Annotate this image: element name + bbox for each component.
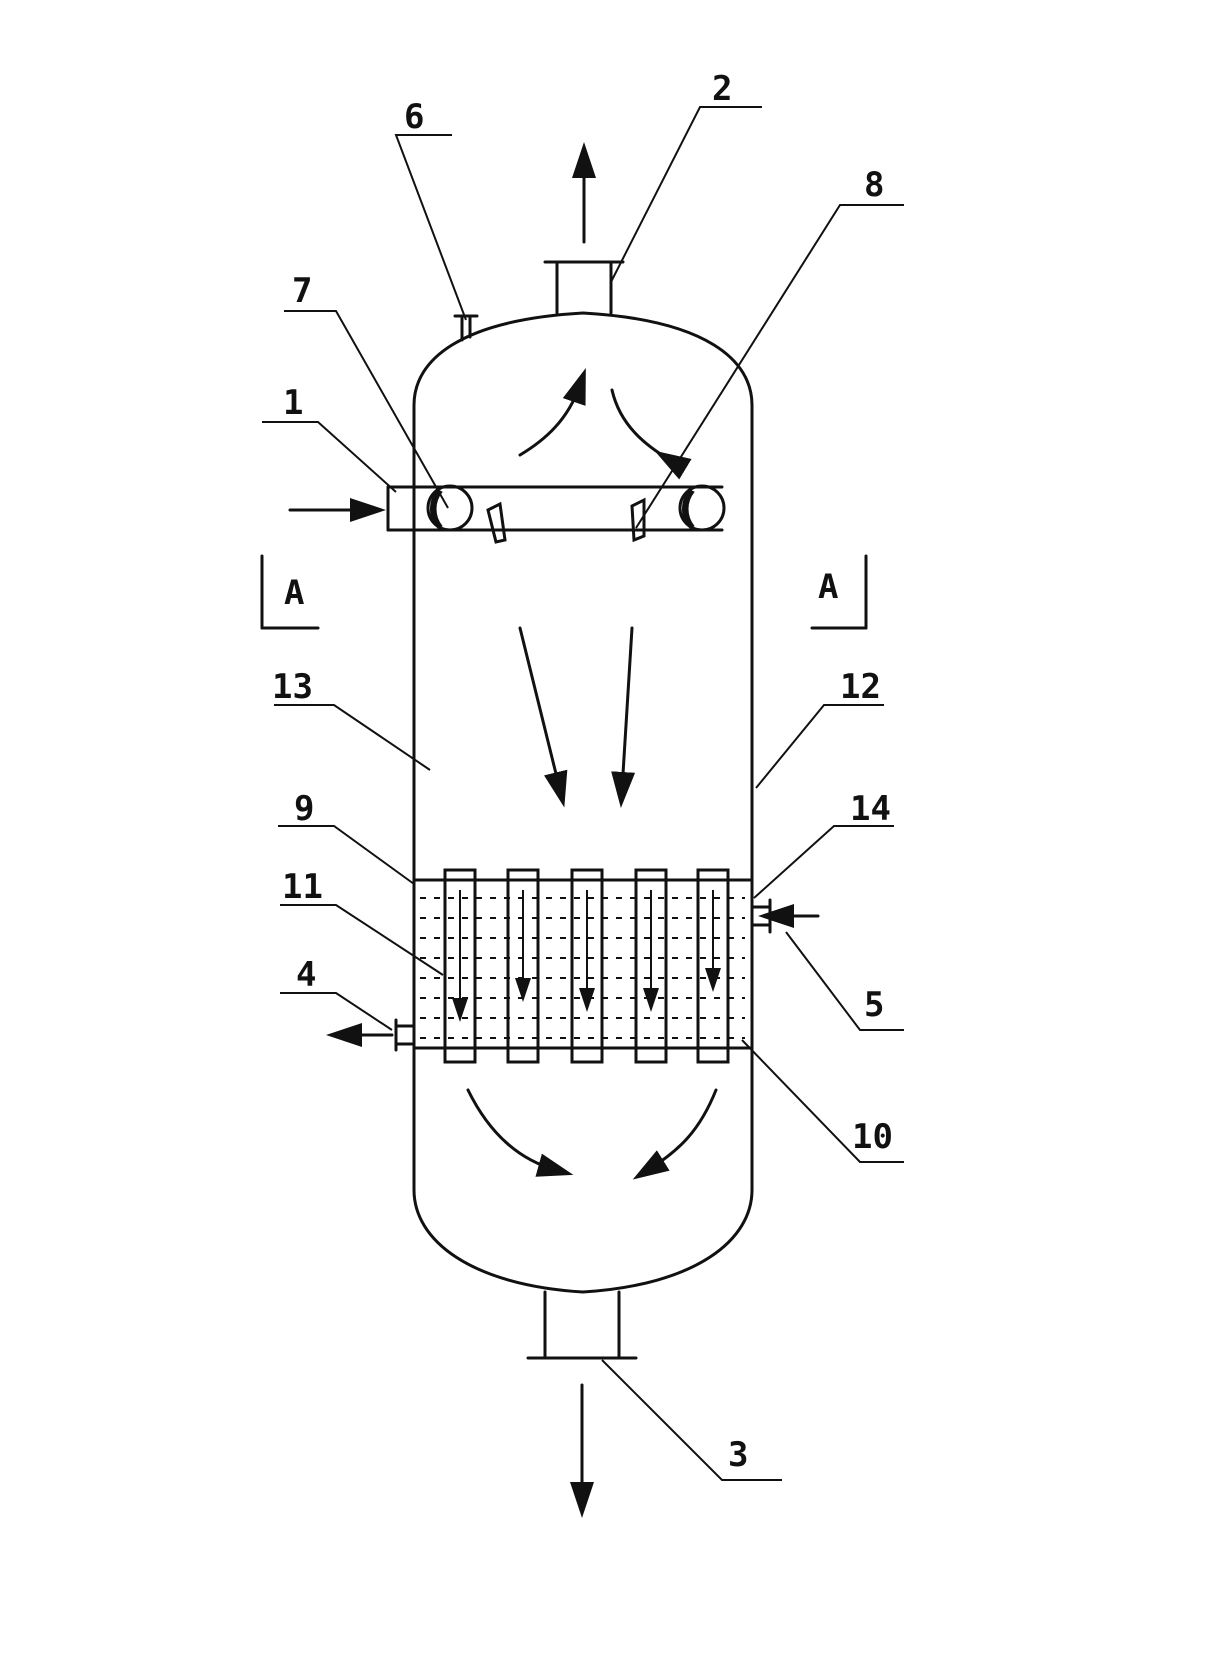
label-11: 11	[282, 867, 323, 907]
bottom-flow-arrows	[466, 1088, 718, 1180]
label-1: 1	[283, 383, 303, 423]
label-6: 6	[404, 97, 424, 137]
vent-nozzle	[453, 314, 479, 342]
label-14: 14	[850, 789, 891, 829]
section-mark-right: A	[810, 554, 868, 630]
top-outlet-nozzle	[543, 142, 625, 315]
tube-columns	[443, 868, 730, 1064]
reference-numerals: 2 6 8 7 1 13 12 9 14 11 4 5 10 3	[272, 69, 893, 1475]
label-13: 13	[272, 667, 313, 707]
coolant-outlet-nozzle-4	[326, 1018, 416, 1052]
dome-flow-arrows	[518, 367, 692, 480]
bottom-outlet-nozzle	[526, 1290, 638, 1518]
label-5: 5	[864, 985, 884, 1025]
label-4: 4	[296, 955, 316, 995]
section-letter-right: A	[818, 567, 838, 607]
section-letter-left: A	[284, 573, 304, 613]
coolant-inlet-nozzle-5	[750, 898, 820, 934]
label-7: 7	[292, 271, 312, 311]
label-2: 2	[712, 69, 732, 109]
label-3: 3	[728, 1435, 748, 1475]
tube-bundle	[412, 868, 754, 1064]
label-12: 12	[840, 667, 881, 707]
leader-lines	[262, 106, 904, 1481]
inlet-distributor-pipe	[288, 484, 726, 544]
label-9: 9	[294, 789, 314, 829]
vessel-shell	[412, 311, 754, 1294]
section-mark-left: A	[260, 554, 320, 630]
label-8: 8	[864, 165, 884, 205]
label-10: 10	[852, 1117, 893, 1157]
downflow-arrows	[518, 626, 636, 808]
tube-crossflow-rows	[420, 897, 745, 1039]
